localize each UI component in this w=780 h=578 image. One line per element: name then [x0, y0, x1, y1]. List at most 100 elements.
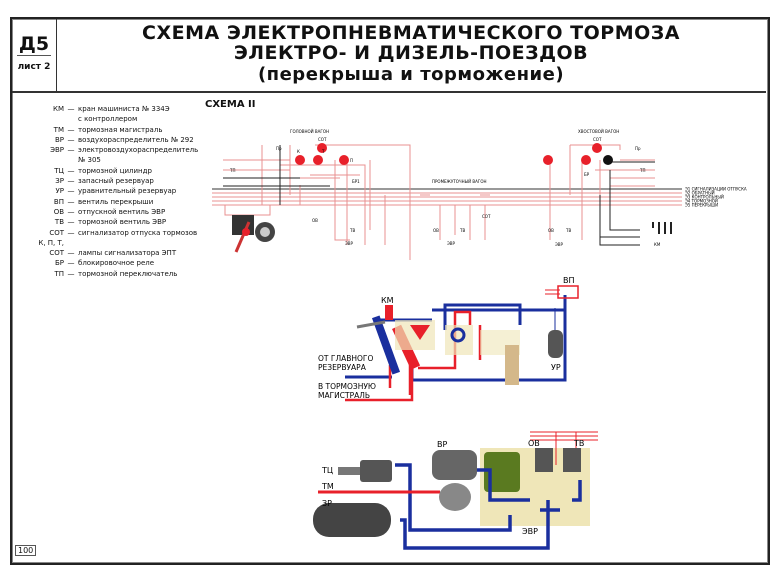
sheet-code: Д5 [16, 33, 52, 56]
tail-lamp-p-icon [543, 155, 553, 165]
vp-valve-icon [545, 285, 579, 299]
ur-reservoir-icon [548, 330, 563, 358]
legend-abbr: СОТ [49, 228, 64, 237]
legend-item: СОТ—сигнализатор отпуска тормозов [14, 228, 198, 238]
legend-abbr: ЭВР [50, 146, 64, 155]
legend-item: К, П, Т, [14, 238, 198, 248]
sheet-number: лист 2 [17, 62, 51, 72]
head-sot-label: СОТ [318, 137, 327, 142]
legend-desc: запасный резервуар [78, 177, 154, 186]
legend-desc: кран машиниста № 334Э [78, 105, 170, 113]
zr-reservoir-icon [313, 503, 391, 537]
zr-label: ЗР [322, 499, 332, 508]
legend-abbr: ОВ [53, 207, 64, 216]
legend-dash: — [67, 259, 75, 268]
train-wire-label: Э2 ОБРАТНЫЙ [685, 191, 715, 196]
legend-item: № 305 [14, 155, 198, 165]
legend-item: ЭВР—электровоздухораспределитель [14, 145, 198, 155]
header: Д5 лист 2 СХЕМА ЭЛЕКТРОПНЕВМАТИЧЕСКОГО Т… [12, 19, 766, 93]
tail-lamp-t-icon [581, 155, 591, 165]
vp-label: ВП [563, 276, 575, 285]
train-wire-label: Э3 КОНТРОЛЬНЫЙ [685, 195, 724, 200]
legend-dash: — [67, 197, 75, 206]
tail-tv-label: ТВ [565, 228, 571, 233]
vr-label: ВР [437, 440, 447, 449]
legend-dash: — [67, 207, 75, 216]
legend-item: СОТ—лампы сигнализатора ЭПТ [14, 248, 198, 258]
legend-desc: тормозной переключатель [78, 269, 178, 278]
km-contact-table [652, 222, 672, 234]
valve-wires [530, 431, 598, 465]
legend-item: ТМ—тормозная магистраль [14, 125, 198, 135]
legend-item: ТЦ—тормозной цилиндр [14, 166, 198, 176]
to-brake-line-label-1: В ТОРМОЗНУЮ [318, 382, 376, 391]
legend-dash: — [67, 228, 75, 237]
tail-pr-label: Пр [635, 146, 641, 151]
tv-label: ТВ [573, 439, 584, 448]
tail-sot-label: СОТ [593, 137, 602, 142]
legend-dash: — [67, 249, 75, 258]
legend-abbr: КМ [52, 105, 64, 113]
head-br1-label: БР1 [352, 179, 360, 184]
lamp-p-icon [339, 155, 349, 165]
train-wire-label: Э4 ТОРМОЗНОЙ [685, 199, 718, 204]
head-lamps [295, 143, 349, 165]
legend-desc: отпускной вентиль ЭВР [78, 207, 166, 216]
lamp-k-icon [295, 155, 305, 165]
head-ov-label: ОВ [312, 218, 318, 223]
legend-dash: — [67, 187, 75, 196]
legend-item: ЗР—запасный резервуар [14, 176, 198, 186]
lamp-t-icon [313, 155, 323, 165]
tm-label: ТМ [321, 482, 334, 491]
title-line-2: ЭЛЕКТРО- И ДИЗЕЛЬ-ПОЕЗДОВ [233, 42, 589, 64]
legend-abbr: ТМ [53, 125, 64, 134]
legend-item: БР—блокировочное реле [14, 258, 198, 268]
controller-icon [232, 215, 275, 253]
legend-desc: тормозной вентиль ЭВР [78, 218, 167, 227]
legend-dash: — [67, 269, 75, 278]
legend-desc: вентиль перекрыши [78, 197, 154, 206]
middle-sot-label: СОТ [482, 214, 491, 219]
electrical-schematic: ГОЛОВНОЙ ВАГОН ПРОМЕЖУТОЧНЫЙ ВАГОН ХВОСТ… [212, 129, 747, 260]
tail-car-label: ХВОСТОВОЙ ВАГОН [578, 129, 619, 134]
legend-item: с контроллером [14, 114, 198, 124]
legend-desc: тормозная магистраль [78, 125, 163, 134]
legend-abbr: ТП [54, 269, 64, 278]
legend-item: ТП—тормозной переключатель [14, 269, 198, 279]
tail-br-label: БР [584, 172, 590, 177]
poster-frame [10, 17, 770, 565]
from-main-reservoir-label-2: РЕЗЕРВУАРА [318, 363, 367, 372]
legend-abbr: БР [54, 259, 64, 268]
legend-item: УР—уравнительный резервуар [14, 186, 198, 196]
km-valve-icon [356, 305, 435, 375]
tail-evr-label: ЭВР [555, 242, 564, 247]
to-brake-line-label-2: МАГИСТРАЛЬ [318, 391, 370, 400]
tail-tp-label: ТП [639, 168, 645, 173]
head-pr-label: Пр [276, 146, 282, 151]
km-label: КМ [381, 296, 394, 305]
tail-lamp-sot-icon [592, 143, 602, 153]
legend-dash: — [67, 166, 75, 175]
ov-valve-icon [535, 448, 553, 472]
middle-evr-label: ЭВР [447, 241, 456, 246]
train-wire-label: Э5 ПЕРЕКРЫШИ [685, 203, 718, 208]
tv-valve-icon [563, 448, 581, 472]
head-tp-label: ТП [229, 168, 235, 173]
legend-dash: — [67, 125, 75, 134]
ov-label: ОВ [528, 439, 540, 448]
tc-label: ТЦ [321, 466, 333, 475]
head-tv-label: ТВ [349, 228, 355, 233]
page-number: 100 [15, 545, 37, 556]
legend-desc: с контроллером [78, 115, 138, 124]
tc-cylinder-icon [338, 460, 392, 482]
train-wires [212, 188, 682, 206]
legend-desc: сигнализатор отпуска тормозов [78, 228, 198, 237]
middle-car-circuit [420, 194, 490, 240]
legend-abbr: ТВ [54, 218, 64, 227]
legend-abbr: СОТ [49, 249, 64, 258]
legend-desc: № 305 [78, 156, 101, 165]
evr-chamber [484, 452, 520, 492]
tail-km-label: КМ [654, 242, 661, 247]
